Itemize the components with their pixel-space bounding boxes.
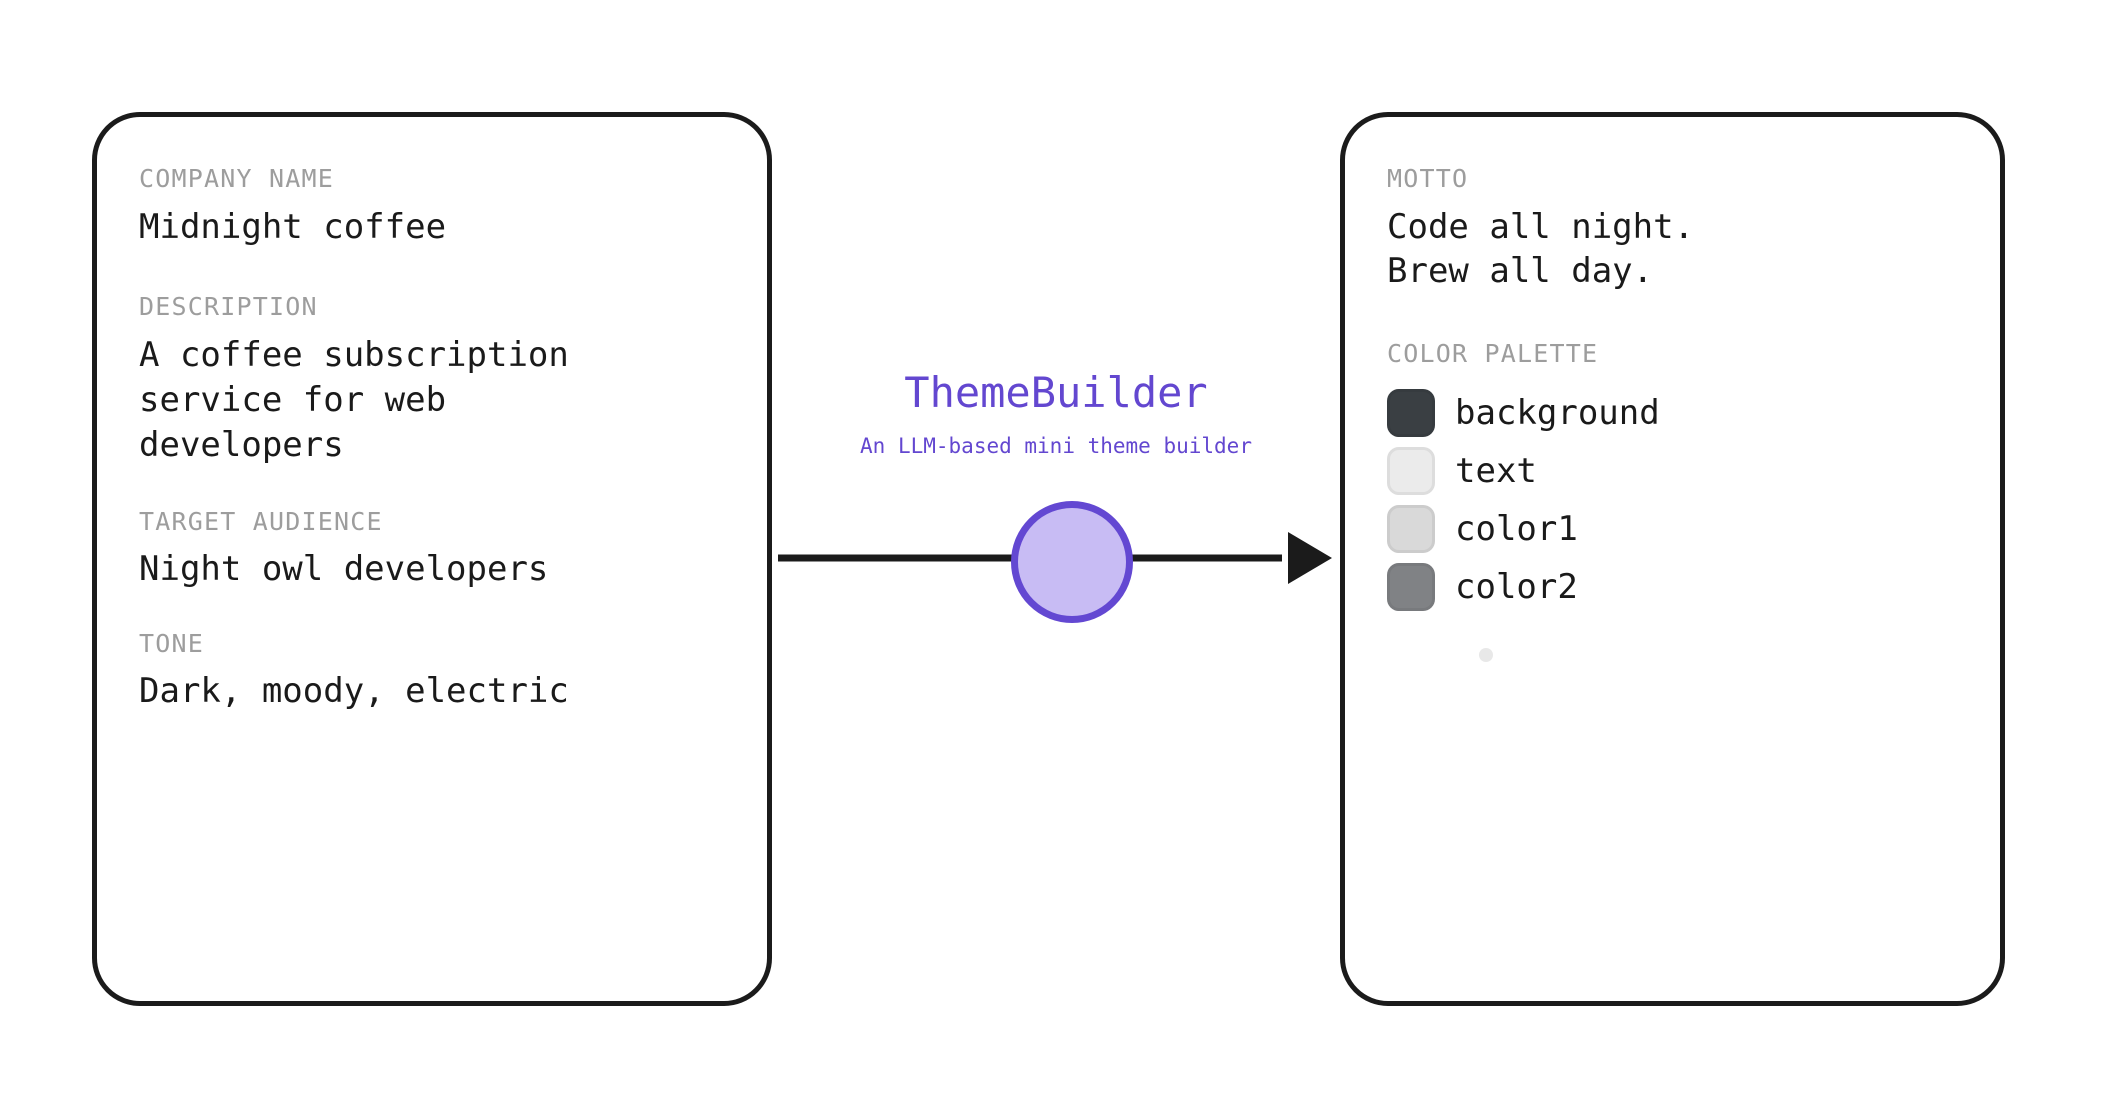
field-label-motto: MOTTO <box>1387 164 1469 193</box>
app-subtitle: An LLM-based mini theme builder <box>860 434 1252 459</box>
color-swatch-label: text <box>1455 450 1537 491</box>
field-label-description: DESCRIPTION <box>139 292 318 322</box>
color-swatch-label: background <box>1455 392 1660 433</box>
color-swatch-label: color2 <box>1455 566 1578 607</box>
color-swatch-label: color1 <box>1455 508 1578 549</box>
color-swatch-color2[interactable] <box>1387 562 1435 611</box>
field-label-target-audience: TARGET AUDIENCE <box>139 506 383 536</box>
input-card: COMPANY NAME Midnight coffee DESCRIPTION… <box>92 112 772 1006</box>
color-swatch-background[interactable] <box>1387 388 1435 437</box>
app-title: ThemeBuilder <box>904 368 1208 417</box>
field-motto: MOTTO Code all night. Brew all day. <box>1387 165 1958 294</box>
palette-row[interactable]: text <box>1387 446 1958 496</box>
field-target-audience: TARGET AUDIENCE Night owl developers <box>139 506 725 592</box>
field-value-company-name: Midnight coffee <box>139 206 447 247</box>
field-label-tone: TONE <box>139 628 205 658</box>
field-value-tone: Dark, moody, electric <box>139 671 569 712</box>
color-palette-list: background text color1 color2 <box>1387 388 1958 612</box>
color-swatch-color1[interactable] <box>1387 504 1435 553</box>
output-card-content: MOTTO Code all night. Brew all day. COLO… <box>1345 117 2000 1001</box>
palette-row[interactable]: color1 <box>1387 504 1958 554</box>
field-color-palette: COLOR PALETTE background text color1 color2 <box>1387 340 1958 662</box>
app-header: ThemeBuilder An LLM-based mini theme bui… <box>772 368 1340 459</box>
field-value-motto: Code all night. Brew all day. <box>1387 206 1695 292</box>
flow-arrow-head <box>1288 532 1332 584</box>
palette-trailing-dot <box>1479 647 1493 662</box>
field-description: DESCRIPTION A coffee subscription servic… <box>139 293 725 467</box>
field-company-name: COMPANY NAME Midnight coffee <box>139 165 725 249</box>
output-card: MOTTO Code all night. Brew all day. COLO… <box>1340 112 2005 1006</box>
field-label-company-name: COMPANY NAME <box>139 164 335 193</box>
field-tone: TONE Dark, moody, electric <box>139 630 725 714</box>
color-swatch-text[interactable] <box>1387 446 1435 495</box>
field-value-target-audience: Night owl developers <box>139 549 549 589</box>
palette-row[interactable]: color2 <box>1387 562 1958 612</box>
input-card-content: COMPANY NAME Midnight coffee DESCRIPTION… <box>97 117 767 1001</box>
palette-row[interactable]: background <box>1387 388 1958 438</box>
field-value-description: A coffee subscription service for web de… <box>139 334 569 465</box>
process-node-circle <box>1011 501 1133 623</box>
field-label-color-palette: COLOR PALETTE <box>1387 339 1599 369</box>
